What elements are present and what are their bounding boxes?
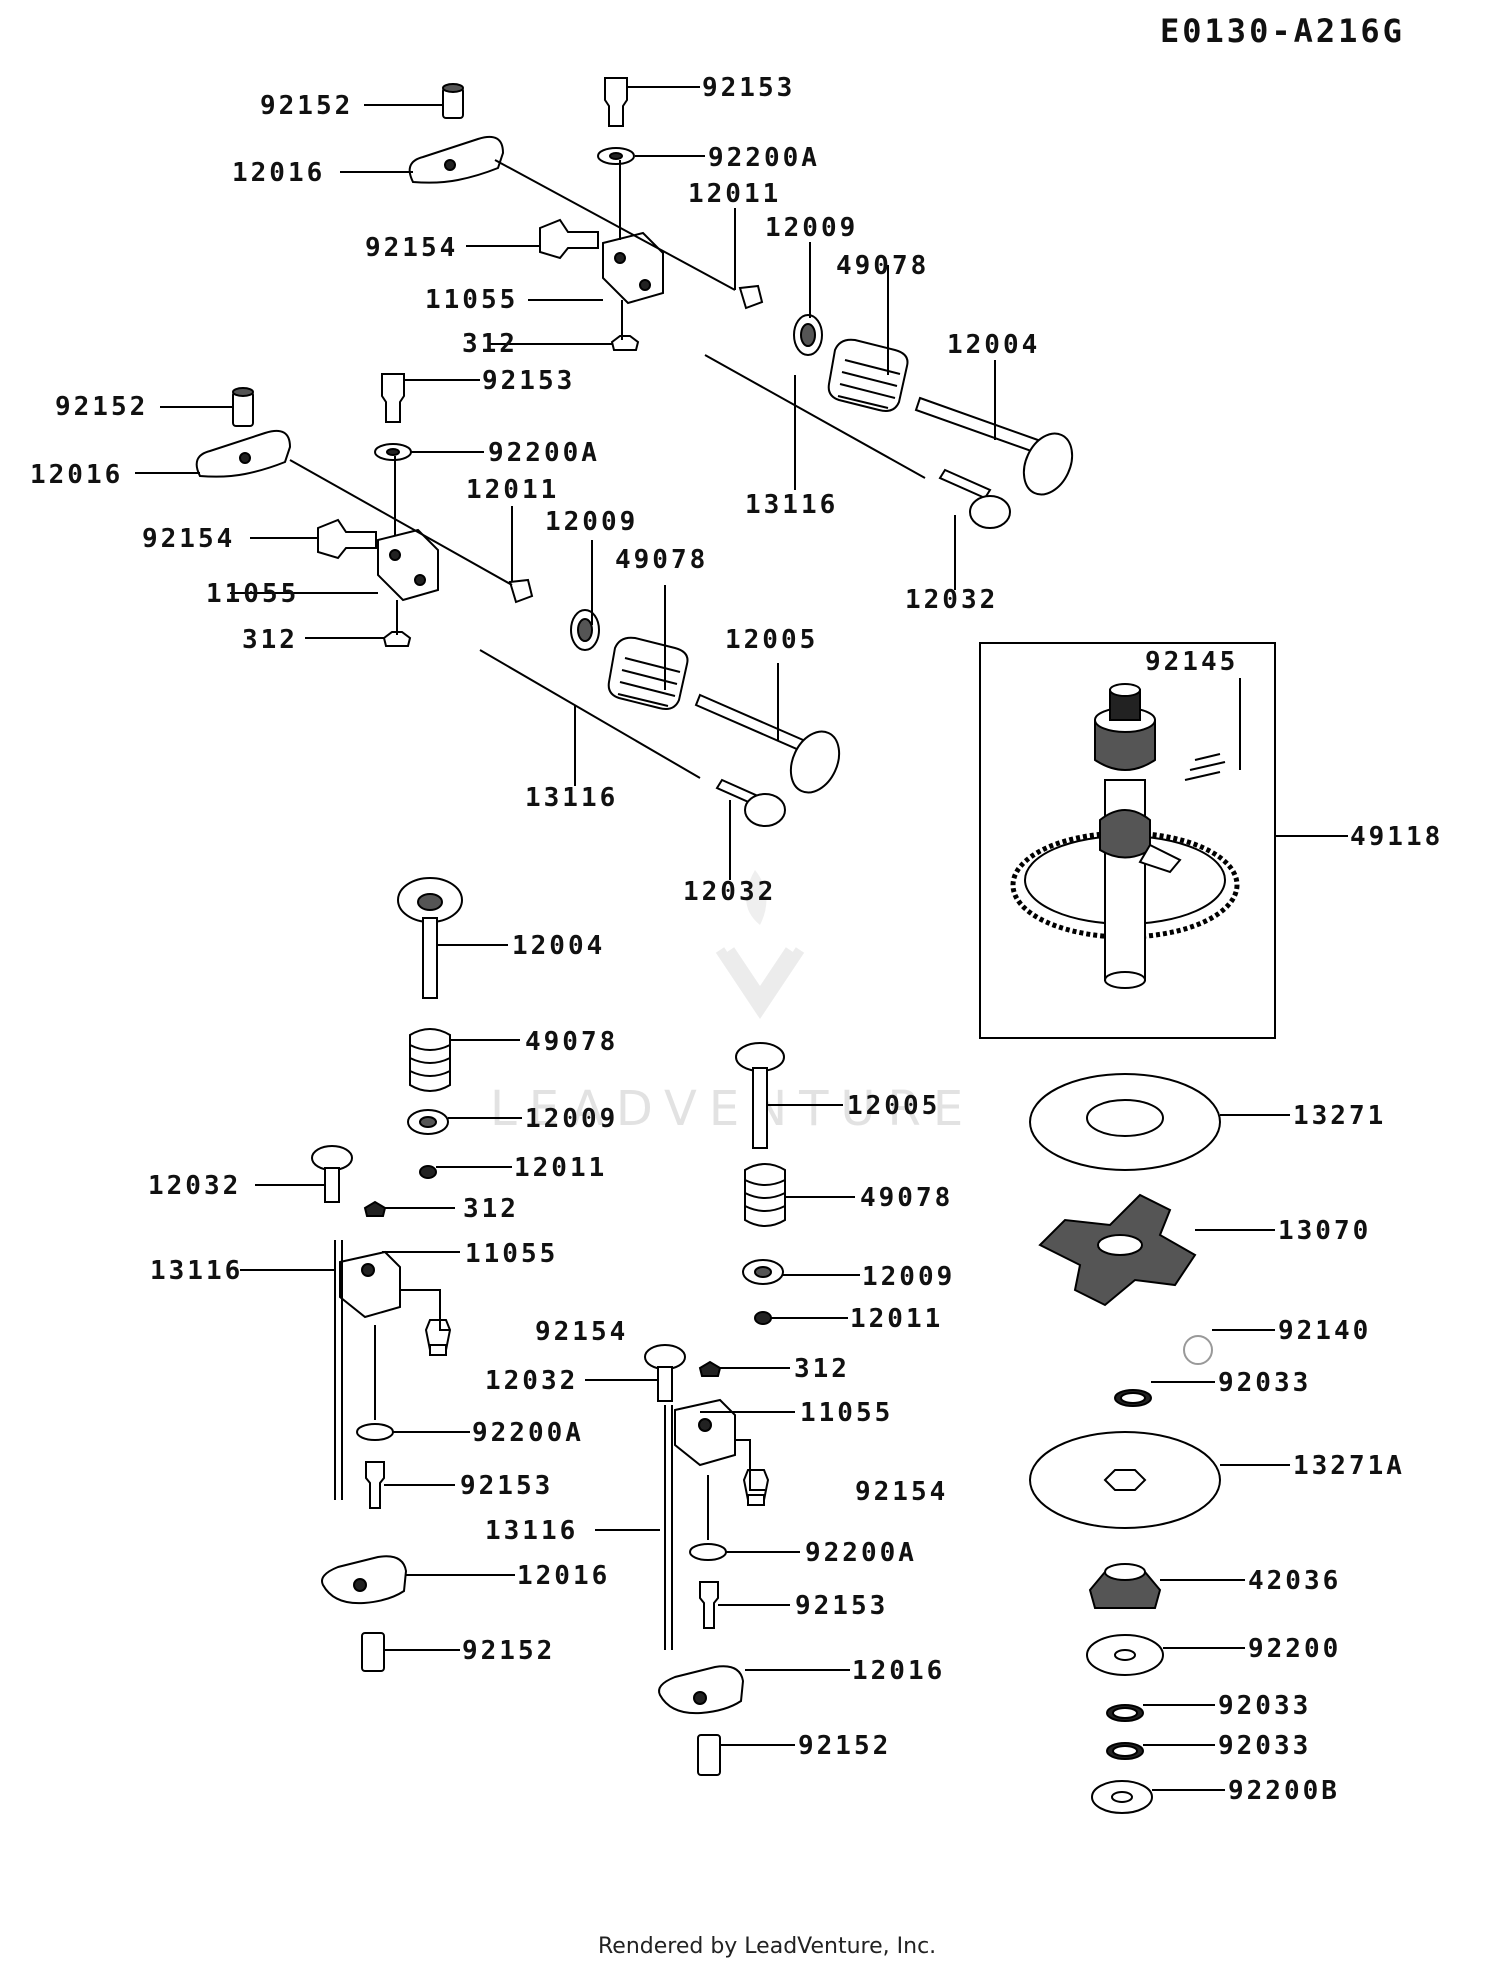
callout-label: 92153 <box>460 1471 553 1501</box>
callout-label: 12016 <box>232 158 325 188</box>
callout-label: 49078 <box>860 1183 953 1213</box>
callout-label: 92152 <box>462 1636 555 1666</box>
callout-label: 92033 <box>1218 1691 1311 1721</box>
callout-label: 12004 <box>512 931 605 961</box>
callout-label: 13070 <box>1278 1216 1371 1246</box>
callout-label: 92153 <box>795 1591 888 1621</box>
diagram-code: E0130-A216G <box>1160 12 1405 50</box>
callout-label: 92153 <box>702 73 795 103</box>
callout-label: 92200B <box>1228 1776 1340 1806</box>
governor-stack <box>1029 1073 1221 1814</box>
callout-label: 92152 <box>55 392 148 422</box>
callout-label: 12005 <box>847 1091 940 1121</box>
callout-label: 12016 <box>852 1656 945 1686</box>
callout-label: 92033 <box>1218 1731 1311 1761</box>
callout-label: 13271A <box>1293 1451 1405 1481</box>
callout-label: 12011 <box>850 1304 943 1334</box>
callout-label: 12004 <box>947 330 1040 360</box>
valve-set-middle <box>479 609 841 827</box>
callout-label: 92153 <box>482 366 575 396</box>
callout-label: 12032 <box>905 585 998 615</box>
callout-label: 12011 <box>466 475 559 505</box>
callout-label: 92200A <box>805 1538 917 1568</box>
valve-set-lower-left <box>311 877 463 1672</box>
callout-label: 13116 <box>150 1256 243 1286</box>
callout-label: 12009 <box>525 1104 618 1134</box>
callout-label: 92154 <box>535 1317 628 1347</box>
callout-label: 12011 <box>514 1153 607 1183</box>
callout-label: 312 <box>462 329 518 359</box>
valve-set-lower-middle <box>644 1042 786 1776</box>
camshaft-box <box>979 642 1276 1039</box>
callout-label: 12009 <box>862 1262 955 1292</box>
callout-label: 12032 <box>148 1171 241 1201</box>
rocker-assembly-top <box>408 77 764 351</box>
valve-set-upper <box>704 314 1074 529</box>
callout-label: 11055 <box>425 285 518 315</box>
callout-label: 49118 <box>1350 822 1443 852</box>
leader-lines <box>135 86 1348 1791</box>
callout-label: 13271 <box>1293 1101 1386 1131</box>
callout-label: 49078 <box>525 1027 618 1057</box>
callout-label: 312 <box>463 1194 519 1224</box>
callout-label: 12011 <box>688 179 781 209</box>
callout-label: 13116 <box>745 490 838 520</box>
callout-labels: 92152 12016 92153 92200A 12011 12009 490… <box>30 73 1443 1806</box>
callout-label: 92154 <box>365 233 458 263</box>
callout-label: 12032 <box>683 877 776 907</box>
callout-label: 12009 <box>545 507 638 537</box>
callout-label: 12005 <box>725 625 818 655</box>
footer-credit: Rendered by LeadVenture, Inc. <box>598 1934 936 1959</box>
callout-label: 13116 <box>525 783 618 813</box>
callout-label: 49078 <box>615 545 708 575</box>
callout-label: 92200A <box>488 438 600 468</box>
callout-label: 312 <box>794 1354 850 1384</box>
callout-label: 92154 <box>142 524 235 554</box>
callout-label: 11055 <box>206 579 299 609</box>
callout-label: 12016 <box>30 460 123 490</box>
callout-label: 92140 <box>1278 1316 1371 1346</box>
watermark-text: LEADVENTURE <box>490 1081 975 1137</box>
callout-label: 13116 <box>485 1516 578 1546</box>
callout-label: 11055 <box>800 1398 893 1428</box>
callout-label: 92152 <box>260 91 353 121</box>
callout-label: 92200A <box>472 1418 584 1448</box>
callout-label: 92200A <box>708 143 820 173</box>
callout-label: 11055 <box>465 1239 558 1269</box>
callout-label: 92200 <box>1248 1634 1341 1664</box>
callout-label: 92145 <box>1145 647 1238 677</box>
callout-label: 92154 <box>855 1477 948 1507</box>
parts-artwork <box>195 77 1276 1814</box>
callout-label: 312 <box>242 625 298 655</box>
rocker-assembly-middle <box>195 373 534 647</box>
watermark: LEADVENTURE <box>490 870 975 1137</box>
callout-label: 12016 <box>517 1561 610 1591</box>
callout-label: 42036 <box>1248 1566 1341 1596</box>
callout-label: 12009 <box>765 213 858 243</box>
callout-label: 92033 <box>1218 1368 1311 1398</box>
callout-label: 12032 <box>485 1366 578 1396</box>
camshaft-gear <box>1010 683 1240 989</box>
callout-label: 92152 <box>798 1731 891 1761</box>
callout-label: 49078 <box>836 251 929 281</box>
